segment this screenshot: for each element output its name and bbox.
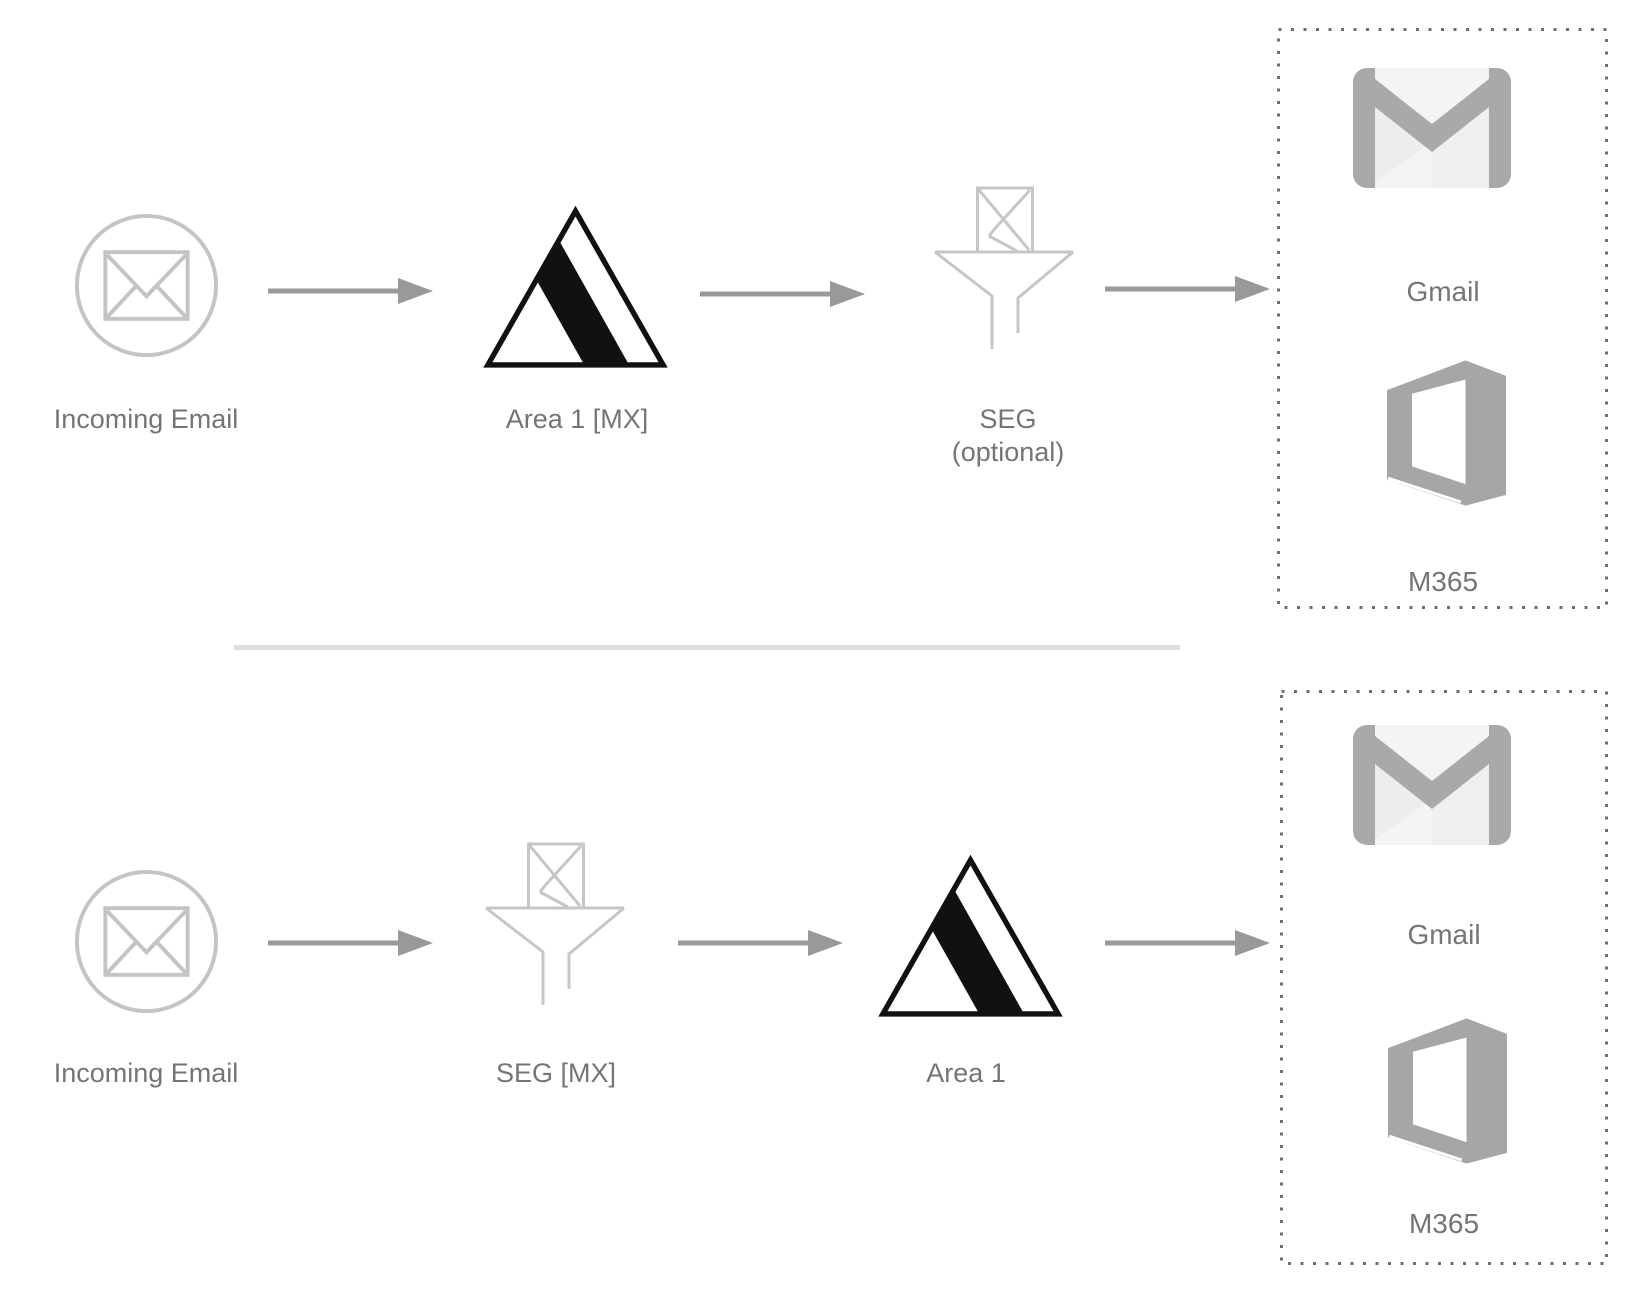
destinations-box: Gmail M365	[1277, 28, 1608, 609]
divider	[234, 645, 1180, 650]
seg-funnel-icon	[934, 186, 1074, 349]
m365-icon	[1387, 360, 1506, 506]
seg-label-line1: SEG	[979, 404, 1037, 434]
dotted-border	[1277, 28, 1608, 609]
arrow-right-icon	[268, 278, 433, 304]
arrow-right-icon	[678, 930, 843, 956]
incoming-email-icon	[74, 213, 219, 358]
area1-logo-icon	[483, 206, 668, 368]
m365-label: M365	[1408, 1208, 1480, 1239]
dotted-border	[1280, 690, 1608, 1265]
area1-mx-label: Area 1 [MX]	[505, 404, 649, 434]
arrow-right-icon	[1105, 276, 1270, 302]
gmail-label: Gmail	[1407, 919, 1481, 950]
destinations-box: Gmail M365	[1280, 690, 1608, 1265]
seg-label-line2: (optional)	[951, 437, 1065, 467]
arrow-right-icon	[1105, 930, 1270, 956]
seg-mx-label: SEG [MX]	[495, 1058, 617, 1088]
seg-funnel-icon	[485, 842, 625, 1005]
incoming-email-label: Incoming Email	[53, 1058, 239, 1088]
gmail-icon	[1353, 68, 1511, 188]
area1-logo-icon	[878, 855, 1063, 1017]
seg-optional-label: SEG (optional)	[858, 403, 1158, 469]
gmail-icon	[1353, 725, 1511, 845]
arrow-right-icon	[268, 930, 433, 956]
gmail-label: Gmail	[1406, 276, 1480, 307]
incoming-email-label: Incoming Email	[53, 404, 239, 434]
incoming-email-icon	[74, 869, 219, 1014]
m365-icon	[1388, 1018, 1507, 1164]
arrow-right-icon	[700, 281, 865, 307]
area1-label: Area 1	[926, 1058, 1006, 1088]
m365-label: M365	[1407, 566, 1479, 597]
